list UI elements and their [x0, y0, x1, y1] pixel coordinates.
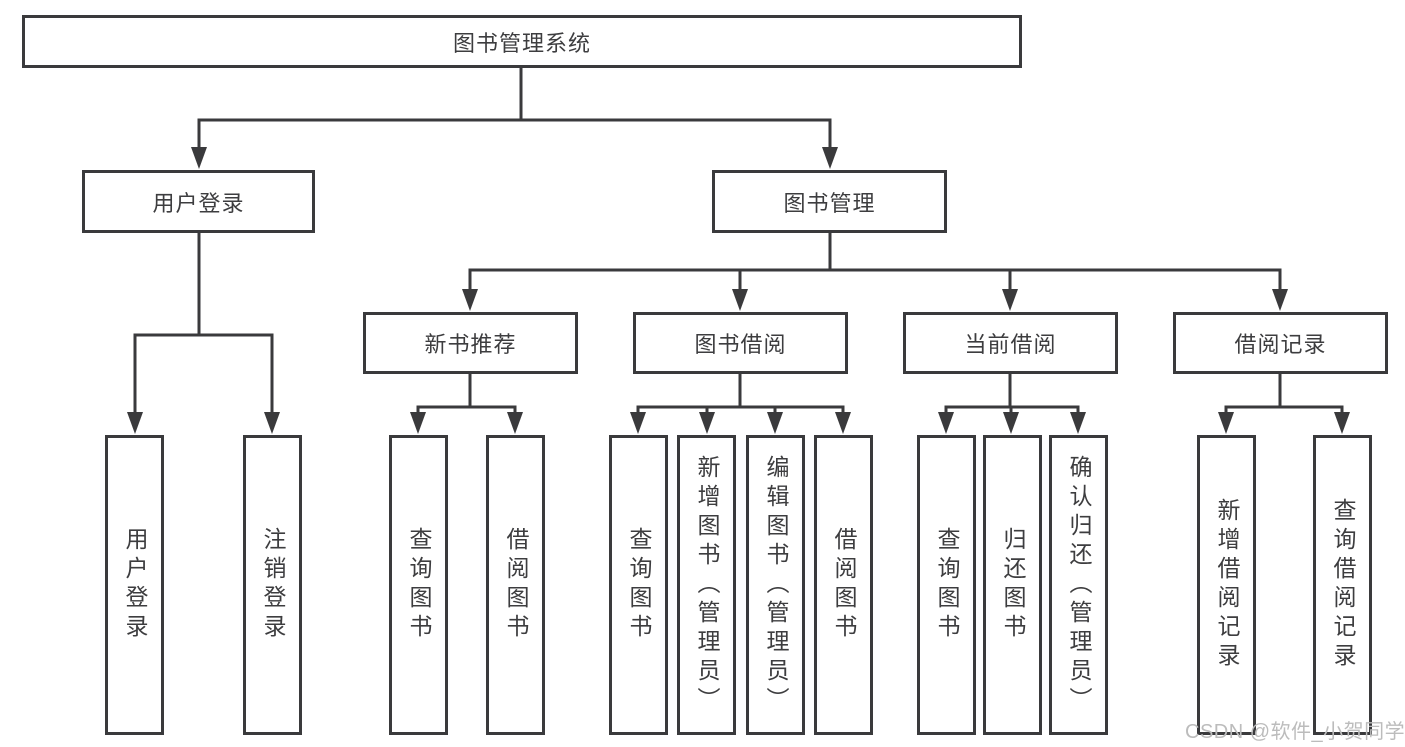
node-book-management: 图书管理	[712, 170, 947, 233]
node-root-label: 图书管理系统	[452, 30, 591, 56]
node-new-book-recommend: 新书推荐	[363, 312, 578, 374]
leaf-borrow-books-recommend: 借阅图书	[486, 435, 545, 735]
leaf-borrow-books: 借阅图书	[814, 435, 873, 735]
leaf-query-books-borrow: 查询图书	[609, 435, 668, 735]
node-borrow-records: 借阅记录	[1173, 312, 1388, 374]
leaf-query-books-current-label: 查询图书	[934, 527, 960, 643]
leaf-return-books: 归还图书	[983, 435, 1042, 735]
leaf-borrow-books-label: 借阅图书	[831, 527, 857, 643]
node-borrow-records-label: 借阅记录	[1234, 332, 1327, 357]
leaf-edit-book-admin: 编辑图书（管理员）	[746, 435, 805, 735]
node-root: 图书管理系统	[22, 15, 1022, 68]
leaf-query-borrow-record: 查询借阅记录	[1313, 435, 1372, 735]
leaf-add-book-admin: 新增图书（管理员）	[677, 435, 736, 735]
csdn-watermark: CSDN @软件_小贺同学	[1185, 721, 1405, 743]
leaf-add-book-admin-label: 新增图书（管理员）	[694, 454, 720, 716]
node-book-management-label: 图书管理	[783, 190, 876, 216]
leaf-borrow-books-recommend-label: 借阅图书	[503, 527, 529, 643]
node-new-book-recommend-label: 新书推荐	[424, 332, 517, 357]
leaf-query-books-current: 查询图书	[917, 435, 976, 735]
node-book-borrow-label: 图书借阅	[694, 332, 787, 357]
node-user-login-label: 用户登录	[152, 190, 245, 216]
leaf-query-books-recommend: 查询图书	[389, 435, 448, 735]
leaf-confirm-return-admin-label: 确认归还（管理员）	[1066, 454, 1092, 716]
leaf-return-books-label: 归还图书	[1000, 527, 1026, 643]
leaf-confirm-return-admin: 确认归还（管理员）	[1049, 435, 1108, 735]
node-current-borrow-label: 当前借阅	[964, 332, 1057, 357]
node-user-login: 用户登录	[82, 170, 315, 233]
leaf-logout-label: 注销登录	[260, 527, 286, 643]
leaf-add-borrow-record: 新增借阅记录	[1197, 435, 1256, 735]
leaf-add-borrow-record-label: 新增借阅记录	[1214, 498, 1240, 672]
node-book-borrow: 图书借阅	[633, 312, 848, 374]
leaf-query-books-recommend-label: 查询图书	[406, 527, 432, 643]
node-current-borrow: 当前借阅	[903, 312, 1118, 374]
leaf-edit-book-admin-label: 编辑图书（管理员）	[763, 454, 789, 716]
leaf-logout: 注销登录	[243, 435, 302, 735]
leaf-query-books-borrow-label: 查询图书	[626, 527, 652, 643]
leaf-query-borrow-record-label: 查询借阅记录	[1330, 498, 1356, 672]
leaf-user-login-label: 用户登录	[122, 527, 148, 643]
leaf-user-login: 用户登录	[105, 435, 164, 735]
